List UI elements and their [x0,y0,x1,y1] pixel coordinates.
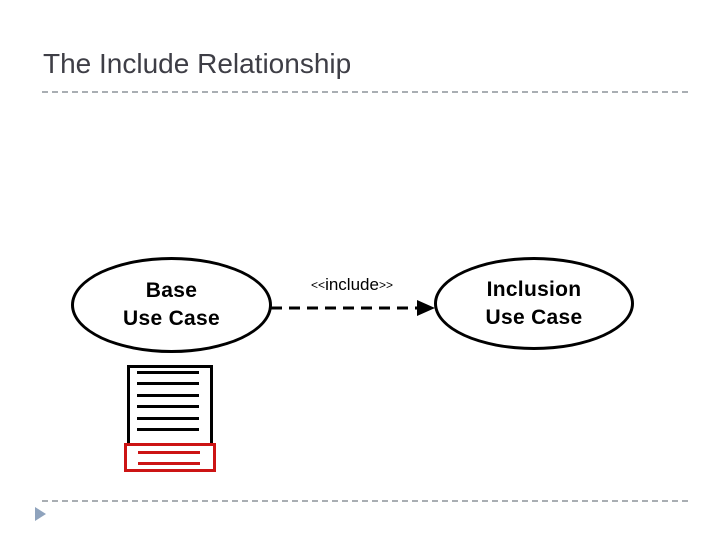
base-use-case-label-line1: Base [145,279,198,302]
footer-separator [42,500,688,502]
include-dependency-arrow [271,300,435,316]
document-text-line [137,371,199,374]
play-triangle-icon [35,507,46,521]
base-use-case-label-line2: Use Case [123,307,220,330]
title-separator [42,91,688,93]
slide-title: The Include Relationship [43,48,352,79]
document-highlighted-text-line [138,451,200,454]
arrowhead-icon [417,300,435,316]
document-text-line [137,394,199,397]
inclusion-use-case-label-line2: Use Case [485,305,583,329]
base-use-case-shape: Base Use Case [71,257,272,353]
include-label-word: include [325,275,379,294]
document-text-line [137,417,199,420]
document-text-line [137,428,199,431]
include-label-close-guillemet: >> [378,278,393,292]
document-highlighted-section [124,443,216,472]
document-highlighted-text-line [138,462,200,465]
document-text-line [137,382,199,385]
document-text-line [137,405,199,408]
include-stereotype-label: <<include>> [272,276,432,295]
inclusion-use-case-shape: Inclusion Use Case [434,257,634,350]
include-label-open-guillemet: << [311,278,326,292]
inclusion-use-case-label-line1: Inclusion [486,277,582,301]
